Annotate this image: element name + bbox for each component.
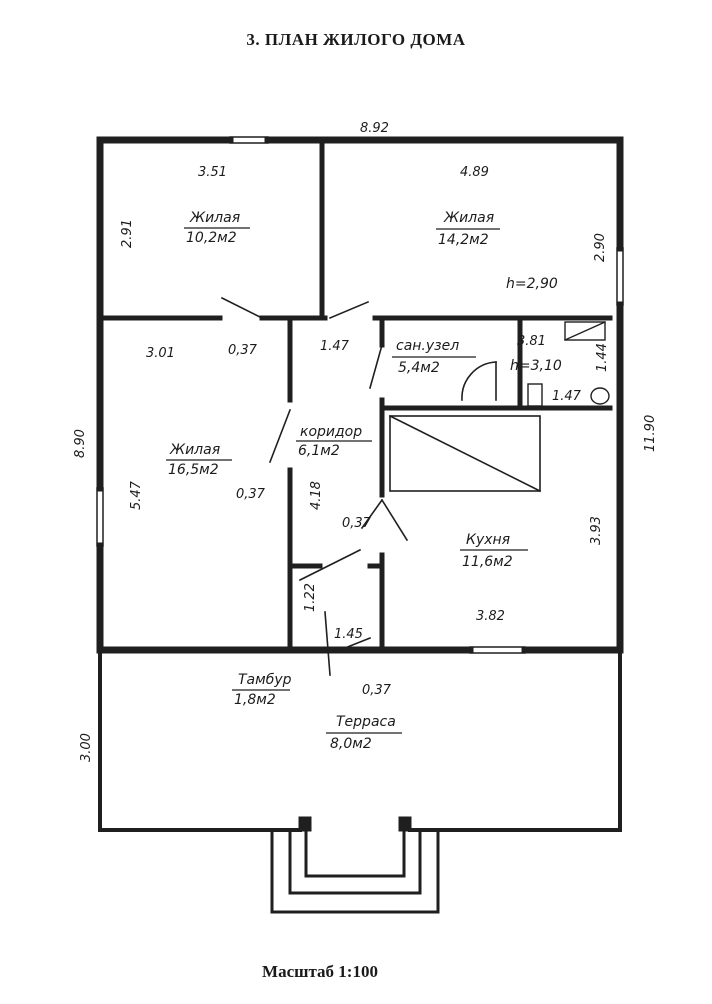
room-living2-name: Жилая: [443, 210, 494, 226]
dim-living2-height: 2.90: [593, 233, 608, 262]
dim-bathroom-width: 3.81: [517, 334, 546, 349]
dim-vestibule-height: 1.22: [303, 583, 318, 612]
dim-vestibule-width: 1.45: [334, 627, 363, 642]
interior-walls: [100, 140, 613, 651]
stair: [388, 414, 542, 493]
room-vestibule-name: Тамбур: [238, 672, 292, 688]
dim-living2-width: 4.89: [460, 165, 489, 180]
room-kitchen-area: 11,6м2: [462, 554, 513, 570]
dim-living1-width: 3.51: [198, 165, 227, 180]
height-bathroom: h=3,10: [510, 358, 562, 374]
height-main: h=2,90: [506, 276, 558, 292]
room-living1-name: Жилая: [189, 210, 240, 226]
scale-caption: Масштаб 1:100: [262, 962, 378, 981]
windows: [96, 136, 624, 654]
outer-walls: [96, 136, 624, 654]
plan-title: 3. ПЛАН ЖИЛОГО ДОМА: [246, 30, 466, 49]
room-terrace-area: 8,0м2: [330, 736, 372, 752]
room-corridor-name: коридор: [300, 424, 362, 440]
dim-living3-width: 3.01: [146, 346, 175, 361]
dim-overall-height-right: 11.90: [643, 415, 658, 452]
steps: [270, 816, 440, 914]
dim-corridor-width: 1.47: [320, 339, 350, 354]
room-vestibule-area: 1,8м2: [234, 692, 276, 708]
dim-door3: 0,37: [342, 516, 372, 531]
dim-corridor-height: 4.18: [309, 481, 324, 510]
dim-bathroom-height: 1.44: [595, 343, 610, 372]
terrace: [98, 652, 622, 832]
dim-door4: 0,37: [362, 683, 392, 698]
dim-terrace-height: 3.00: [79, 733, 94, 762]
room-bathroom-name: сан.узел: [396, 338, 459, 354]
dim-bathroom-inner: 1.47: [552, 389, 582, 404]
room-living3-area: 16,5м2: [168, 462, 219, 478]
room-living1-area: 10,2м2: [186, 230, 237, 246]
dim-kitchen-width: 3.82: [476, 609, 505, 624]
dim-living3-height: 5.47: [129, 480, 144, 510]
room-bathroom-area: 5,4м2: [398, 360, 440, 376]
room-living2-area: 14,2м2: [438, 232, 489, 248]
room-kitchen-name: Кухня: [466, 532, 510, 548]
bath-fixtures: [527, 321, 610, 407]
doors: [220, 296, 497, 676]
dim-door2: 0,37: [236, 487, 266, 502]
room-living3-name: Жилая: [169, 442, 220, 458]
dim-overall-width: 8.92: [360, 121, 389, 136]
room-corridor-area: 6,1м2: [298, 443, 340, 459]
dim-door1: 0,37: [228, 343, 258, 358]
dim-kitchen-height: 3.93: [589, 516, 604, 545]
dim-overall-height-left: 8.90: [73, 429, 88, 458]
dim-living1-height: 2.91: [120, 219, 135, 248]
room-terrace-name: Терраса: [336, 714, 396, 730]
